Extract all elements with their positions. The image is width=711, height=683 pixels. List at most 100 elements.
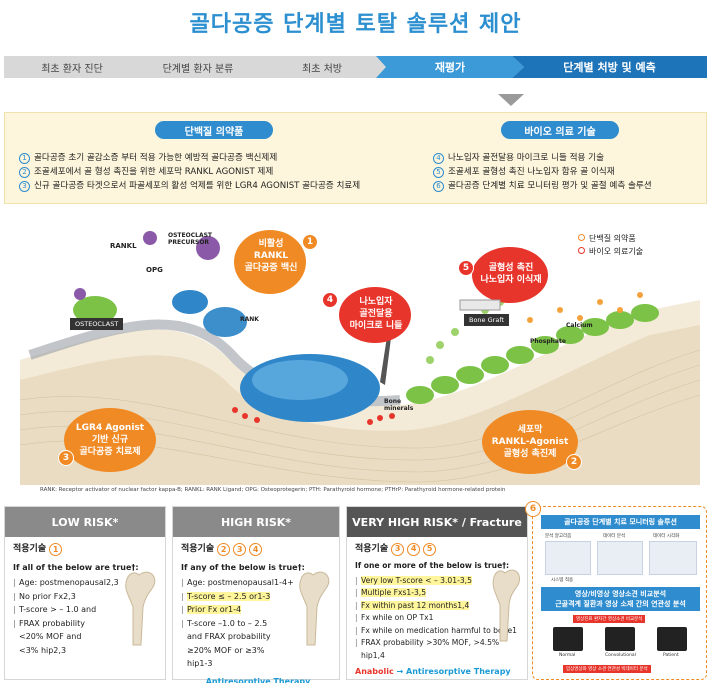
criterion-item: Multiple Fxs1-3,5 bbox=[355, 587, 523, 600]
criterion-item: FRAX probability <20% MOF and <3% hip2,3 bbox=[13, 617, 101, 658]
highlighted-criterion: Prior Fx or1-4 bbox=[187, 605, 242, 614]
osteoclast-label: OSTEOCLAST bbox=[70, 318, 124, 330]
criterion-item: Age: postmenopausal2,3 bbox=[13, 576, 161, 590]
tech-number: 5 bbox=[423, 543, 437, 556]
item-text: 신규 골다공증 타겟으로서 파골세포의 활성 억제를 위한 LGR4 AGONI… bbox=[34, 181, 361, 191]
solution-bar-1: 골다공증 단계별 치료 모니터링 솔루션 bbox=[541, 515, 700, 529]
tech-label: 적용기술 bbox=[355, 544, 389, 555]
xray-label: Normal bbox=[559, 653, 576, 658]
card-title: LOW RISK* bbox=[5, 507, 165, 537]
algorithm-thumbnail bbox=[545, 541, 591, 575]
tech-number: 4 bbox=[249, 543, 263, 557]
xray-label: Convolutional bbox=[605, 653, 636, 658]
list-item: 3 신규 골다공증 타겟으로서 파골세포의 활성 억제를 위한 LGR4 AGON… bbox=[19, 179, 360, 193]
calcium-label: Calcium bbox=[566, 322, 593, 329]
system-label: 시스템 적용 bbox=[551, 578, 574, 583]
analysis-thumbnail bbox=[597, 541, 643, 575]
step-3: 최초 처방 bbox=[256, 56, 388, 78]
bubble-5-text: 골형성 촉진 나노입자 이식재 bbox=[480, 263, 542, 285]
step-label: 최초 환자 진단 bbox=[41, 63, 103, 75]
legend-item: 단백질 의약품 bbox=[578, 232, 643, 245]
item-number: 3 bbox=[19, 180, 30, 192]
tech-label: 적용기술 bbox=[181, 544, 215, 554]
criterion-item: FRAX probability >30% MOF, >4.5% hip1,4 bbox=[355, 637, 523, 662]
step-2: 단계별 환자 분류 bbox=[128, 56, 268, 78]
phosphate-label: Phosphate bbox=[530, 338, 566, 345]
bubble-1-text: 비활성 RANKL 골다공증 백신 bbox=[244, 239, 298, 273]
bone-minerals-label: Bone minerals bbox=[384, 398, 414, 412]
bubble-4-text: 나노입자 골전달용 마이크로 니들 bbox=[349, 297, 403, 331]
step-label: 최초 처방 bbox=[302, 63, 342, 75]
tech-number: 4 bbox=[407, 543, 421, 556]
criterion-item: Fx while on medication harmful to bone1 bbox=[355, 625, 523, 638]
solution-number: 6 bbox=[525, 501, 541, 517]
step-5: 단계별 처방 및 예측 bbox=[512, 56, 707, 78]
monitoring-solution-panel: 6 골다공증 단계별 치료 모니터링 솔루션 분석 알고리즘 시스템 적용 데이… bbox=[525, 501, 707, 680]
convolutional-xray bbox=[605, 627, 635, 651]
precursor-label: OSTEOCLAST PRECURSOR bbox=[168, 232, 212, 246]
bone-remodeling-illustration: RANKL OPG OSTEOCLAST PRECURSOR OSTEOCLAS… bbox=[0, 210, 711, 500]
tech-number: 2 bbox=[217, 543, 231, 557]
bubble-5-number: 5 bbox=[458, 260, 474, 276]
bubble-2-text: 세포막 RANKL-Agonist 골형성 촉진제 bbox=[491, 425, 569, 459]
list-item: 1 골다공증 초기 골감소증 부터 적용 가능한 예방적 골다공증 백신제제 bbox=[19, 151, 360, 165]
comparison-tag: 영상진료 환자간 영상소견 비교분석 bbox=[573, 615, 646, 623]
highlighted-criterion: Multiple Fxs1-3,5 bbox=[361, 588, 427, 597]
item-number: 2 bbox=[19, 166, 30, 178]
visualization-thumbnail bbox=[649, 541, 697, 575]
step-label: 단계별 처방 및 예측 bbox=[563, 61, 656, 74]
criterion-item: Age: postmenopausal1-4+ bbox=[181, 576, 335, 590]
bubble-3-number: 3 bbox=[58, 450, 74, 466]
criterion-item: T-score –1.0 to – 2.5 and FRAX probabili… bbox=[181, 617, 281, 671]
criterion-item: T-score > – 1.0 and bbox=[13, 603, 161, 617]
criterion-item: Fx while on OP Tx1 bbox=[355, 612, 523, 625]
criterion-item: No prior Fx2,3 bbox=[13, 590, 161, 604]
criterion-item: T-score ≤ – 2.5 or1-3 bbox=[181, 590, 335, 604]
highlighted-criterion: T-score ≤ – 2.5 or1-3 bbox=[187, 591, 271, 601]
item-text: 조골세포 골형성 촉진 나노입자 함유 골 이식재 bbox=[448, 167, 615, 177]
down-arrow-icon bbox=[498, 94, 524, 106]
right-panel-header: 바이오 의료 기술 bbox=[501, 121, 619, 139]
algorithm-label: 분석 알고리즘 bbox=[545, 534, 572, 539]
analysis-label: 데이터 분석 bbox=[603, 534, 626, 539]
item-text: 나노입자 골전달용 마이크로 니들 적용 기술 bbox=[448, 153, 604, 163]
anabolic-label: Anabolic bbox=[355, 667, 394, 676]
card-title: VERY HIGH RISK* / Fracture bbox=[347, 507, 527, 537]
patient-xray bbox=[657, 627, 687, 651]
bubble-4-number: 4 bbox=[322, 292, 338, 308]
criteria-text: If any of the below is true†: bbox=[181, 562, 305, 572]
step-label: 단계별 환자 분류 bbox=[162, 63, 234, 75]
card-title: HIGH RISK* bbox=[173, 507, 339, 537]
femur-icon bbox=[125, 571, 156, 646]
legend: 단백질 의약품 바이오 의료기술 bbox=[578, 232, 643, 258]
list-item: 2 조골세포에서 골 형성 촉진을 위한 세포막 RANKL AGONIST 제제 bbox=[19, 165, 360, 179]
legend-label: 바이오 의료기술 bbox=[589, 247, 644, 256]
criterion-item: Fx within past 12 months1,4 bbox=[355, 600, 523, 613]
solution-bar-2: 영상/비영상 영상소견 비교분석 근골격계 질환과 영상 소재 간의 연관성 분… bbox=[541, 587, 700, 611]
xray-label: Patient bbox=[663, 653, 679, 658]
tech-number: 3 bbox=[391, 543, 405, 556]
criteria-text: If one or more of the below is true†: bbox=[355, 561, 510, 570]
bubble-3-text: LGR4 Agonist 기반 신규 골다공증 치료제 bbox=[75, 423, 145, 457]
process-steps: 최초 환자 진단 단계별 환자 분류 최초 처방 재평가 단계별 처방 및 예측 bbox=[4, 56, 707, 78]
tech-number: 3 bbox=[233, 543, 247, 557]
item-text: 조골세포에서 골 형성 촉진을 위한 세포막 RANKL AGONIST 제제 bbox=[34, 167, 274, 177]
criteria-text: If all of the below are true†: bbox=[13, 562, 139, 572]
bubble-1-number: 1 bbox=[302, 234, 318, 250]
item-number: 1 bbox=[19, 152, 30, 164]
legend-label: 단백질 의약품 bbox=[589, 234, 636, 243]
femur-icon bbox=[492, 569, 520, 642]
step-label: 재평가 bbox=[434, 61, 466, 74]
bone-illustration-graphic bbox=[19, 230, 701, 485]
item-text: 골다공증 초기 골감소증 부터 적용 가능한 예방적 골다공증 백신제제 bbox=[34, 153, 278, 163]
opg-label: OPG bbox=[146, 266, 163, 274]
